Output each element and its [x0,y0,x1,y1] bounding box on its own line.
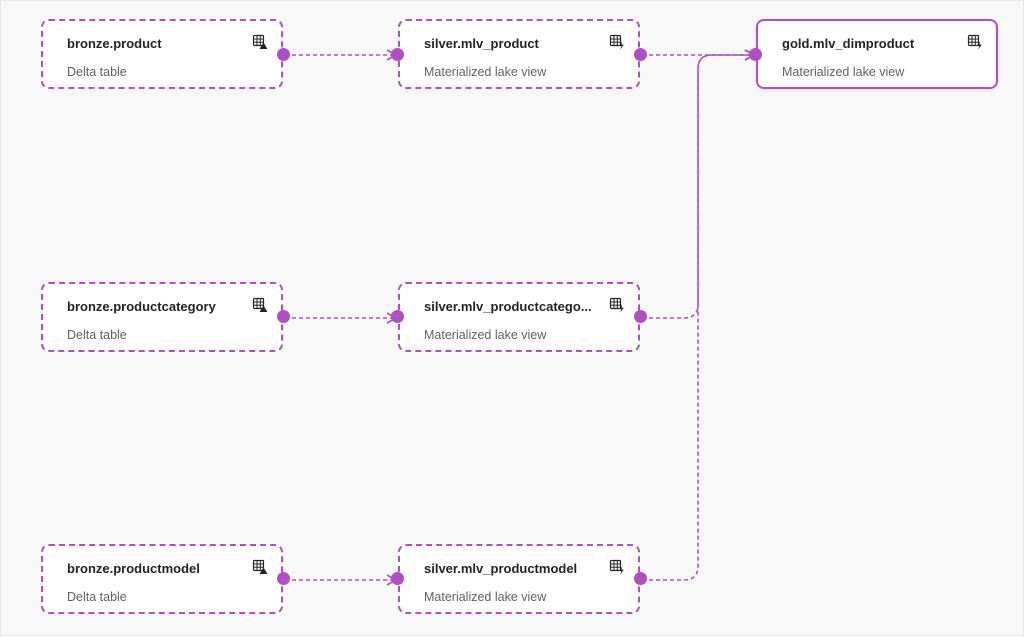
input-port[interactable] [391,572,404,585]
node-type-label: Materialized lake view [782,65,905,79]
input-port[interactable] [391,48,404,61]
node-type-label: Materialized lake view [424,328,547,342]
output-port[interactable] [634,572,647,585]
materialized-view-icon [967,34,982,50]
node-type-label: Materialized lake view [424,65,547,79]
input-port[interactable] [391,310,404,323]
node-bronze-productmodel[interactable]: bronze.productmodel Delta table [41,544,283,614]
delta-table-icon [252,34,268,49]
output-port[interactable] [634,48,647,61]
materialized-view-icon [609,559,624,575]
materialized-view-icon [609,34,624,50]
node-bronze-product[interactable]: bronze.product Delta table [41,19,283,89]
node-title: silver.mlv_productmodel [424,561,578,576]
node-title: gold.mlv_dimproduct [782,36,915,51]
edge-silver-mlv-productmodel-to-gold-mlv-dimproduct[interactable] [642,49,756,581]
materialized-view-icon [609,297,624,313]
node-silver-mlv-productcategory[interactable]: silver.mlv_productcatego... Materialized… [398,282,640,352]
output-port[interactable] [277,48,290,61]
node-title: bronze.productcategory [67,299,216,314]
node-title: silver.mlv_productcatego... [424,299,592,314]
node-silver-mlv-productmodel[interactable]: silver.mlv_productmodel Materialized lak… [398,544,640,614]
delta-table-icon [252,297,268,312]
input-port[interactable] [749,48,762,61]
node-type-label: Delta table [67,65,127,79]
node-title: bronze.product [67,36,162,51]
output-port[interactable] [277,572,290,585]
output-port[interactable] [277,310,290,323]
node-title: bronze.productmodel [67,561,200,576]
node-type-label: Delta table [67,590,127,604]
node-gold-mlv-dimproduct[interactable]: gold.mlv_dimproduct Materialized lake vi… [756,19,998,89]
node-silver-mlv-product[interactable]: silver.mlv_product Materialized lake vie… [398,19,640,89]
output-port[interactable] [634,310,647,323]
node-title: silver.mlv_product [424,36,539,51]
delta-table-icon [252,559,268,574]
node-type-label: Delta table [67,328,127,342]
edge-silver-mlv-productcategory-to-gold-mlv-dimproduct[interactable] [642,49,756,319]
node-type-label: Materialized lake view [424,590,547,604]
node-bronze-productcategory[interactable]: bronze.productcategory Delta table [41,282,283,352]
